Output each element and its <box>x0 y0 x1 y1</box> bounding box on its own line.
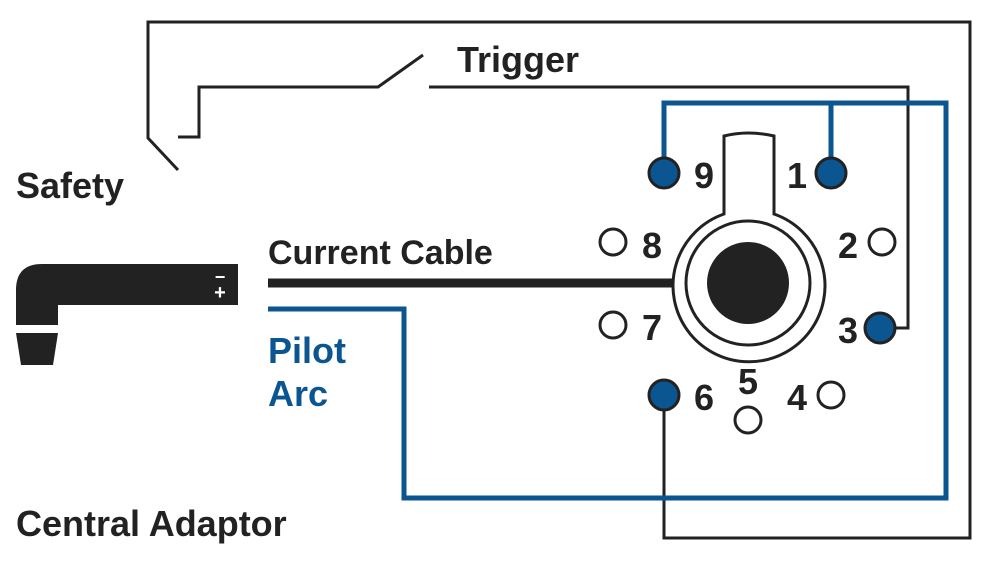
pin-7-unused <box>598 310 628 340</box>
pin-4-label: 4 <box>787 377 807 418</box>
pin-1-connected <box>814 156 848 190</box>
pin-5-unused <box>733 405 763 435</box>
pin-7-label: 7 <box>642 307 662 348</box>
pilot-arc-label-line1: Pilot <box>268 330 346 371</box>
pin-8-unused <box>598 227 628 257</box>
current-cable-label: Current Cable <box>268 234 493 272</box>
pin-4-unused <box>816 380 846 410</box>
torch-polarity-minus: − <box>215 267 226 287</box>
pin-3-label: 3 <box>838 310 858 351</box>
trigger-wire-right <box>429 85 910 330</box>
central-adaptor-label: Central Adaptor <box>16 503 287 544</box>
safety-wire <box>146 20 972 540</box>
pin-5-label: 5 <box>738 361 758 402</box>
pin-2-unused <box>867 227 897 257</box>
center-contact <box>707 242 789 324</box>
pin-9-label: 9 <box>694 155 714 196</box>
pin-9-connected <box>647 156 681 190</box>
pilot-arc-wire <box>268 100 949 501</box>
pin-2-label: 2 <box>838 225 858 266</box>
central-adaptor-connector <box>671 131 827 364</box>
torch-polarity-plus: + <box>214 282 226 304</box>
pin-8-label: 8 <box>642 225 662 266</box>
pin-3-connected <box>863 311 897 345</box>
safety-label: Safety <box>16 165 124 206</box>
trigger-label: Trigger <box>457 39 579 80</box>
torch-icon: − + <box>16 264 238 365</box>
pilot-arc-label-line2: Arc <box>268 373 328 414</box>
pin-6-label: 6 <box>694 377 714 418</box>
trigger-wire-left <box>178 53 424 139</box>
pin-6-connected <box>647 378 681 412</box>
pin-1-label: 1 <box>787 155 807 196</box>
